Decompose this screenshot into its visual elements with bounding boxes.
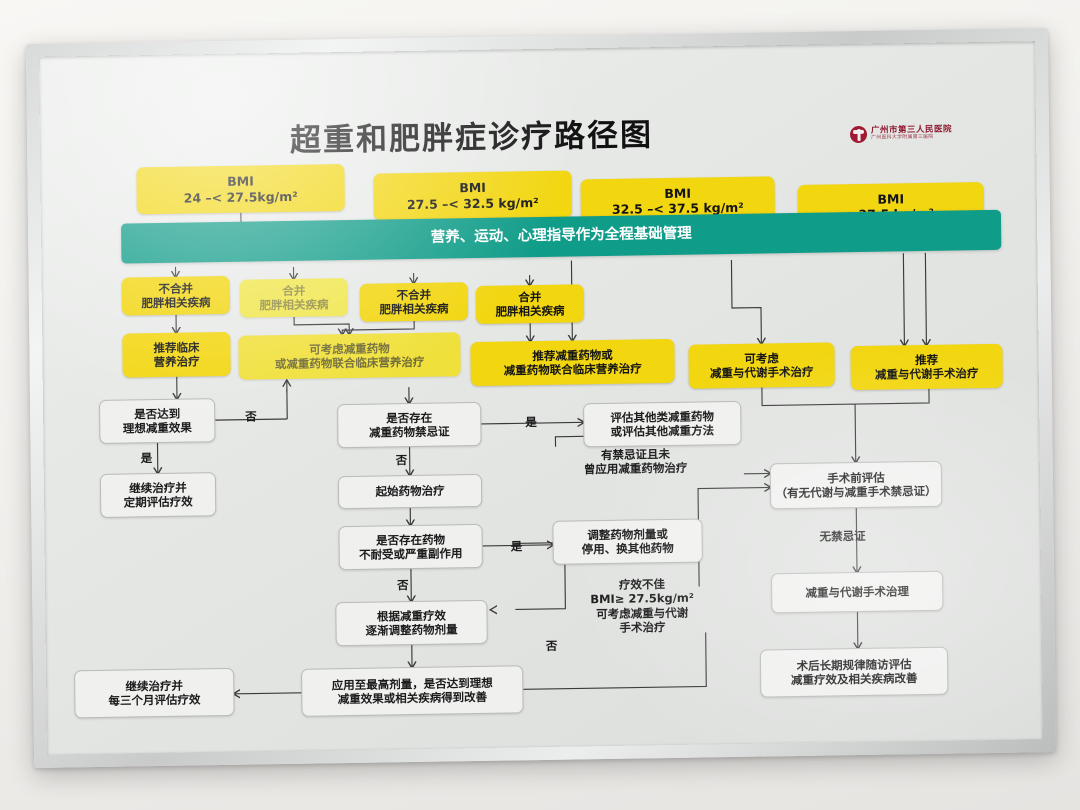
edge-label-no-4: 否: [545, 638, 558, 653]
flow-box-adjust-dose: 调整药物剂量或 停用、换其他药物: [552, 518, 703, 565]
flow-box-gradual-adjust: 根据减重疗效 逐渐调整药物剂量: [335, 599, 488, 647]
treatment-box-1: 推荐临床 营养治疗: [122, 331, 231, 378]
flow-box-max-dose-check: 应用至最高剂量，是否达到理想 减重效果或相关疾病得到改善: [301, 665, 524, 717]
clinical-pathway-diagram: 超重和肥胖症诊疗路径图 广州市第三人民医院 广州医科大学附属第三医院 BMI 2…: [39, 41, 1043, 755]
flow-box-surgery: 减重与代谢手术治理: [771, 570, 944, 614]
edge-label-no-1: 否: [245, 409, 257, 424]
poster-frame: 超重和肥胖症诊疗路径图 广州市第三人民医院 广州医科大学附属第三医院 BMI 2…: [25, 27, 1057, 769]
edge-label-yes-3: 是: [510, 539, 523, 554]
comorbidity-box-4: 合并 肥胖相关疾病: [475, 284, 585, 325]
flow-box-ideal-weight-check: 是否达到 理想减重效果: [98, 398, 216, 444]
flow-box-continue-periodic: 继续治疗并 定期评估疗效: [99, 472, 217, 518]
edge-label-contra-note: 有禁忌证且未 曾应用减重药物治疗: [583, 446, 688, 477]
flow-box-continue-3month: 继续治疗并 每三个月评估疗效: [74, 667, 235, 719]
flow-box-contraindication-check: 是否存在 减重药物禁忌证: [337, 401, 482, 449]
edge-label-no-2: 否: [395, 453, 408, 468]
flow-box-start-drug: 起始药物治疗: [337, 473, 483, 510]
flow-box-preop-eval: 手术前评估 （有无代谢与减重手术禁忌证）: [769, 460, 943, 510]
flow-box-postop-followup: 术后长期规律随访评估 减重疗效及相关疾病改善: [759, 646, 949, 698]
poster-surface: 超重和肥胖症诊疗路径图 广州市第三人民医院 广州医科大学附属第三医院 BMI 2…: [39, 41, 1043, 755]
treatment-box-4: 可考虑 减重与代谢手术治疗: [688, 342, 835, 389]
comorbidity-box-1: 不合并 肥胖相关疾病: [121, 275, 231, 316]
comorbidity-box-3: 不合并 肥胖相关疾病: [359, 282, 469, 322]
flow-box-intolerance-check: 是否存在药物 不耐受或严重副作用: [338, 523, 483, 571]
comorbidity-box-2: 合并 肥胖相关疾病: [239, 278, 349, 318]
edge-label-yes-1: 是: [140, 451, 153, 466]
edge-label-yes-2: 是: [525, 415, 537, 430]
hospital-emblem-icon: [849, 125, 868, 144]
treatment-box-3: 推荐减重药物或 减重药物联合临床营养治疗: [470, 338, 675, 387]
edge-label-no-contra: 无禁忌证: [819, 528, 866, 544]
hospital-subname: 广州医科大学附属第三医院: [871, 134, 934, 142]
edge-label-no-3: 否: [397, 578, 409, 593]
hospital-logo: 广州市第三人民医院 广州医科大学附属第三医院: [849, 125, 952, 144]
flow-box-evaluate-other: 评估其他类减重药物 或评估其他减重方法: [583, 400, 742, 448]
bmi-category-box-2: BMI 27.5 –< 32.5 kg/m²: [373, 170, 572, 221]
treatment-box-2: 可考虑减重药物 或减重药物联合临床营养治疗: [238, 332, 461, 380]
bmi-category-box-1: BMI 24 –< 27.5kg/m²: [136, 164, 345, 215]
edge-label-poor-efficacy: 疗效不佳 BMI≥ 27.5kg/m² 可考虑减重与代谢 手术治疗: [590, 577, 694, 635]
page-title: 超重和肥胖症诊疗路径图: [289, 117, 654, 159]
treatment-box-5: 推荐 减重与代谢手术治疗: [850, 343, 1003, 391]
